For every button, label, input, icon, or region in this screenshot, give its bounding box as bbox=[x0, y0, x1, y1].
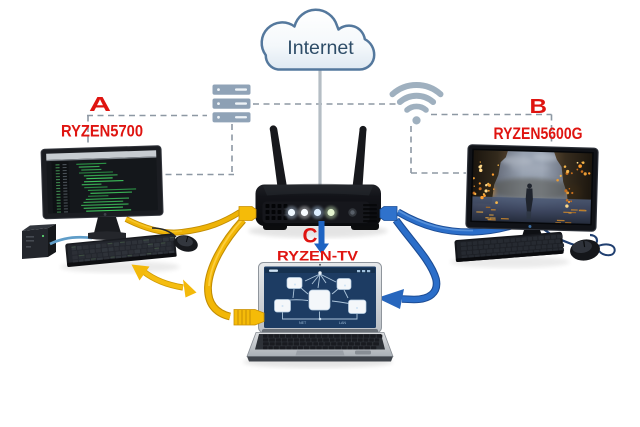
svg-text:NET: NET bbox=[299, 321, 307, 325]
svg-text:A: A bbox=[89, 94, 111, 116]
svg-text:LAN: LAN bbox=[339, 321, 346, 325]
svg-text:C: C bbox=[303, 224, 318, 248]
svg-text:RYZEN5700: RYZEN5700 bbox=[61, 123, 143, 141]
svg-text:Internet: Internet bbox=[287, 37, 354, 59]
svg-text:RYZEN5600G: RYZEN5600G bbox=[494, 124, 583, 143]
svg-text:RYZEN-TV: RYZEN-TV bbox=[277, 248, 359, 264]
svg-text:B: B bbox=[530, 96, 548, 118]
